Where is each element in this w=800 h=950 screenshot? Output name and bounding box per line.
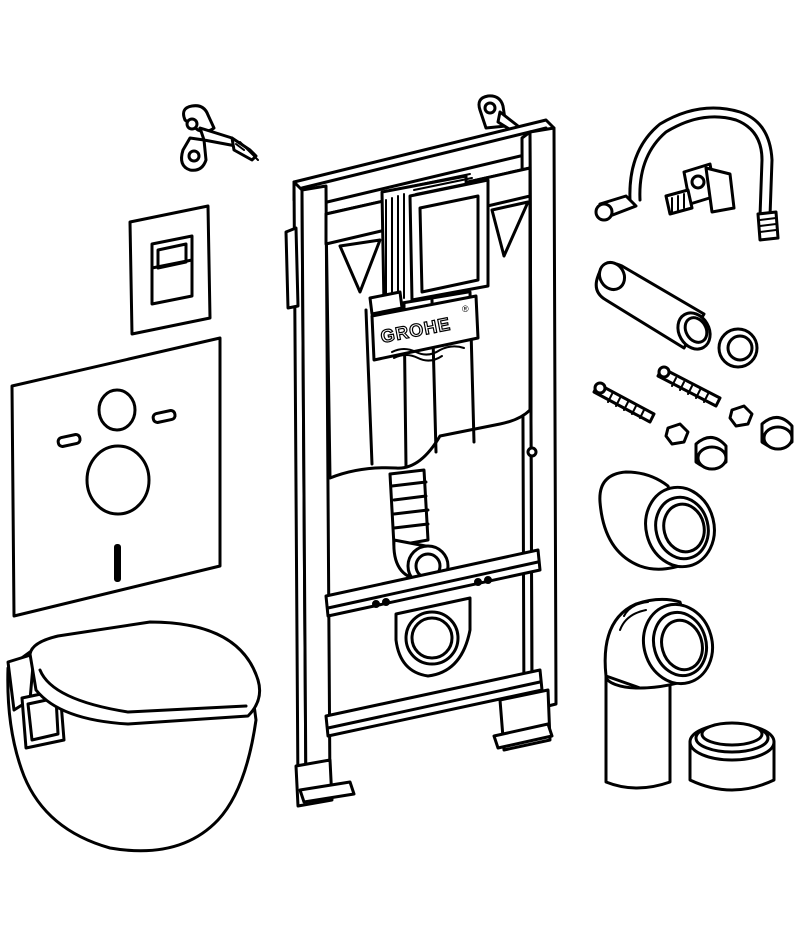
wall-bracket-icon [180, 104, 259, 172]
pipe-icon [594, 260, 759, 369]
installation-frame-icon: GROHE ® [284, 118, 558, 808]
wall-bracket-top-icon [477, 94, 520, 134]
connector-icon [598, 470, 716, 571]
stud-icon [592, 365, 794, 471]
registered-mark: ® [462, 304, 469, 314]
hose-icon [594, 106, 780, 242]
cap-icon [688, 721, 776, 792]
insulation-mat-icon [10, 336, 222, 618]
toilet-icon [6, 620, 262, 853]
elbow-icon [603, 597, 714, 790]
flush-plate-icon [128, 204, 212, 336]
